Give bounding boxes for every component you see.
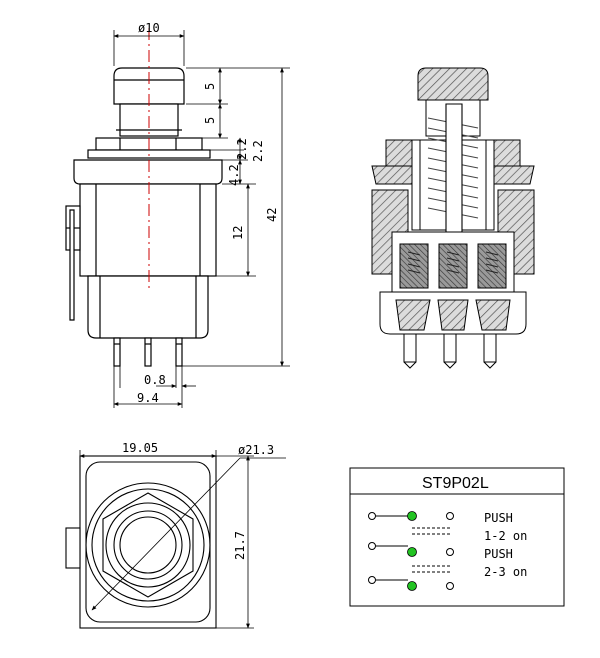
- section-pin-3: [483, 333, 497, 363]
- dim-pin-pitch: 9.4: [137, 391, 159, 405]
- section-spring: [427, 103, 479, 233]
- contact-2-right-icon: [446, 548, 454, 556]
- side-view: [65, 67, 223, 367]
- dim-cap-diameter: ø10: [138, 21, 160, 35]
- switch-base: [87, 275, 209, 339]
- bottom-view-dimensions: [79, 450, 286, 629]
- bottom-actuator-circle: [113, 510, 183, 580]
- state-2-line2: 2-3 on: [484, 565, 527, 579]
- contact-3-right-icon: [446, 582, 454, 590]
- contact-2-closed-icon: [407, 547, 417, 557]
- contact-1-left-icon: [368, 512, 376, 520]
- bottom-body-outline: [79, 455, 217, 629]
- dim-body-width: 19.05: [122, 441, 158, 455]
- contact-1-right-icon: [446, 512, 454, 520]
- section-contact-springs: [407, 251, 499, 274]
- body-flange: [73, 159, 223, 185]
- section-nut-left: [385, 139, 413, 167]
- part-number: ST9P02L: [422, 475, 489, 492]
- switch-body: [79, 183, 217, 277]
- section-nut-right: [493, 139, 521, 167]
- dim-nut-b: 2.2: [235, 138, 249, 160]
- contact-2-left-icon: [368, 542, 376, 550]
- bottom-outer-ring: [85, 482, 211, 608]
- pin-1: [113, 337, 121, 367]
- schematic-box: ST9P02L PUSH 1-2 on PUSH 2-3 on: [349, 467, 565, 607]
- dim-body-height: 12: [231, 226, 245, 240]
- dim-cap-height-upper: 5: [203, 83, 217, 90]
- section-cap: [417, 67, 489, 101]
- section-view: [371, 67, 535, 369]
- contact-3-left-icon: [368, 576, 376, 584]
- pin-3: [175, 337, 183, 367]
- contact-1-closed-icon: [407, 511, 417, 521]
- section-pin-1: [403, 333, 417, 363]
- bottom-side-tab: [65, 527, 81, 569]
- bottom-hex-nut: [102, 492, 194, 598]
- dim-cap-height-lower: 5: [203, 117, 217, 124]
- dim-nut-diameter: ø21.3: [238, 443, 274, 457]
- bottom-view: [65, 455, 217, 629]
- solder-lug: [69, 209, 75, 321]
- dim-body-depth: 21.7: [233, 531, 247, 560]
- state-1-line2: 1-2 on: [484, 529, 527, 543]
- section-pin-2: [443, 333, 457, 363]
- pin-2: [144, 337, 152, 367]
- side-view-dimensions: [113, 30, 290, 408]
- actuator-cap: [113, 67, 185, 105]
- state-2-line1: PUSH: [484, 547, 513, 561]
- dim-nut-a: 2.2: [251, 140, 265, 162]
- dim-overall-height: 42: [265, 208, 279, 222]
- contact-3-closed-icon: [407, 581, 417, 591]
- dim-pin-width: 0.8: [144, 373, 166, 387]
- state-1-line1: PUSH: [484, 511, 513, 525]
- dim-flange: 4.2: [227, 164, 241, 186]
